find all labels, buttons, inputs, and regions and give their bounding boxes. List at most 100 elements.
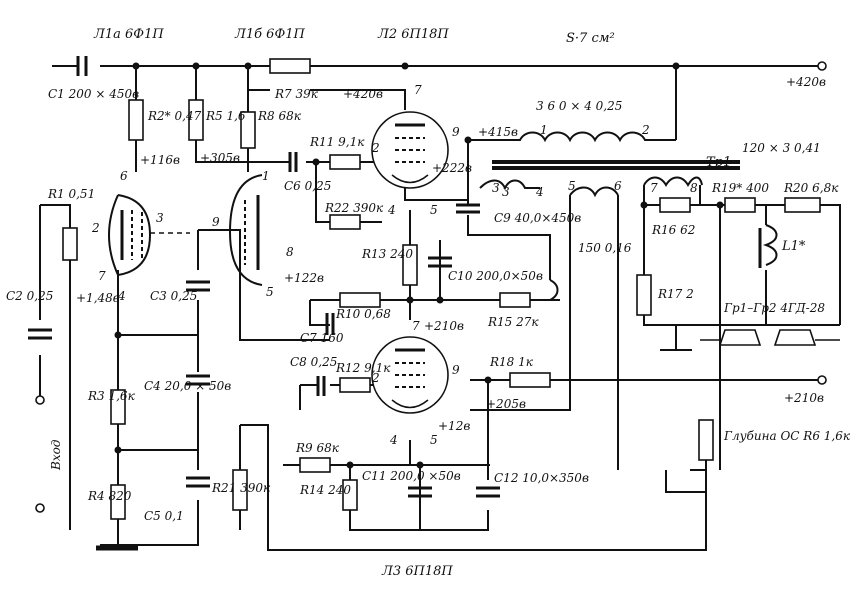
label-r5: R5 1,6 [205,109,246,123]
tube-l2 [371,111,449,189]
resistor-r13 [402,244,418,286]
capacitor-c3 [186,280,210,292]
capacitor-c2 [28,328,52,340]
svg-text:7: 7 [650,181,658,195]
tube-l1b [228,174,263,286]
svg-text:5: 5 [568,179,576,193]
wiring [39,65,841,551]
labels: Л1а 6Ф1П Л1б 6Ф1П Л2 6П18П Л3 6П18П S·7 … [6,27,851,579]
voltage-116: +116в [140,153,180,167]
svg-text:4: 4 [535,185,544,199]
tube-l1a [108,194,152,276]
svg-text:4: 4 [389,433,398,447]
transformer-core-label: S·7 см² [566,31,615,46]
voltage-415: +415в [478,125,518,139]
capacitor-c11 [408,486,432,498]
voltage-148: +1,48в [76,291,120,305]
label-r13: R13 240 [361,247,413,261]
voltage-222: +222в [432,161,472,175]
svg-text:9: 9 [452,125,460,139]
resistor-r14 [342,479,358,511]
transformer-label: Тр1 [706,155,731,170]
voltage-420-out: +420в [786,75,826,89]
svg-text:4: 4 [117,289,126,303]
resistor-r5 [188,99,204,141]
label-c12: C12 10,0×350в [494,471,589,485]
voltage-305: +305в [200,151,240,165]
label-r20: R20 6,8к [783,181,839,195]
resistor-r10 [339,292,381,308]
resistor-r3 [110,389,126,425]
svg-text:2: 2 [641,123,650,137]
resistor-r17 [636,274,652,316]
capacitor-c6 [288,152,298,172]
svg-text:7: 7 [98,269,106,283]
transformer-primary-label: 3 6 0 × 4 0,25 [536,99,622,113]
svg-text:5: 5 [266,285,274,299]
voltage-210: +210в [424,319,464,333]
resistor-r16 [659,197,691,213]
label-r6: Глубина ОС R6 1,6к [723,429,851,443]
svg-text:3: 3 [156,211,164,225]
svg-text:2: 2 [91,221,100,235]
voltage-210-out: +210в [784,391,824,405]
capacitor-c10 [428,256,452,268]
label-r12: R12 9,1к [335,361,391,375]
label-r7: R7 39к [274,87,319,101]
label-c10: C10 200,0×50в [448,269,543,283]
capacitor-c7 [325,313,335,335]
resistor-r9 [299,457,331,473]
transformer-secondary-label: 120 × 3 0,41 [742,141,821,155]
svg-text:2: 2 [371,141,380,155]
label-c5: C5 0,1 [144,509,184,523]
label-c8: C8 0,25 [290,355,337,369]
capacitor-c4 [186,374,210,386]
label-input: Вход [49,439,63,471]
label-c11: C11 200,0 ×50в [362,469,461,483]
svg-text:3: 3 [492,181,500,195]
capacitor-c12 [476,486,500,498]
label-r8: R8 68к [257,109,302,123]
tube-l3 [371,336,449,414]
tube-label-l3: Л3 6П18П [381,564,453,579]
capacitors [28,56,500,498]
resistor-r18 [509,372,551,388]
svg-text:2: 2 [371,371,380,385]
label-c4: C4 20,0 × 50в [144,379,231,393]
svg-text:8: 8 [286,245,294,259]
capacitor-c9 [456,203,480,214]
capacitor-c5 [186,476,210,488]
transformer-tap-label: 150 0,16 [578,241,632,255]
label-r21: R21 390к [211,481,271,495]
voltage-420: +420в [343,87,383,101]
label-c9: C9 40,0×450в [494,211,581,225]
svg-text:5: 5 [430,203,438,217]
resistor-r6 [698,419,714,461]
resistor-r7 [269,58,311,74]
tube-label-l2: Л2 6П18П [377,27,449,42]
label-r10: R10 0,68 [335,307,391,321]
resistor-r21 [232,469,248,511]
label-r14: R14 240 [299,483,351,497]
label-speakers: Гр1–Гр2 4ГД-28 [723,301,825,315]
label-c2: C2 0,25 [6,289,53,303]
resistor-r12 [339,377,371,393]
resistor-r2 [128,99,144,141]
voltage-205: +205в [486,397,526,411]
svg-text:9: 9 [212,215,220,229]
label-c1: C1 200 × 450в [48,87,139,101]
label-r16: R16 62 [651,223,695,237]
svg-text:7: 7 [412,319,420,333]
voltage-12: +12в [438,419,470,433]
label-r9: R9 68к [295,441,340,455]
resistor-r1 [62,227,78,261]
svg-text:3: 3 [502,185,510,199]
tube-label-l1b: Л1б 6Ф1П [234,27,306,42]
label-r3: R3 1,6к [87,389,136,403]
terminal-210 [817,375,827,385]
svg-text:6: 6 [614,179,622,193]
label-c3: C3 0,25 [150,289,197,303]
terminal-input-ground [35,503,45,513]
resistor-r15 [499,292,531,308]
